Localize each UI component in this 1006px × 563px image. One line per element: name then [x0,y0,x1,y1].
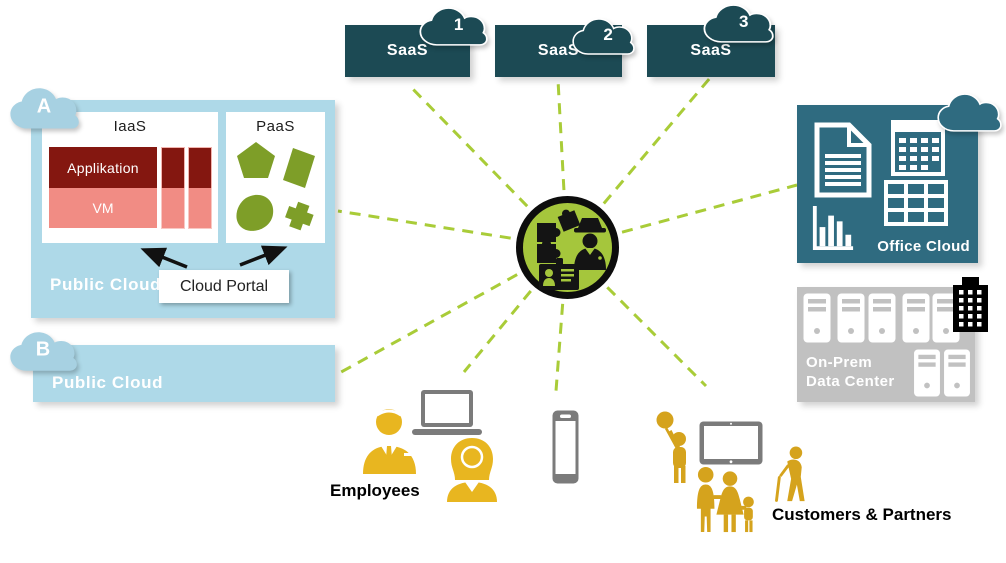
smartphone-icon [552,410,579,484]
server-icon [902,293,930,343]
application-block: Applikation [49,147,157,188]
cloud-icon [10,332,77,371]
iaas-title: IaaS [113,118,147,135]
server-icon [932,293,960,343]
office-cloud-badge [936,92,1002,134]
family-icon [696,466,754,533]
connection-line-customers [565,245,708,388]
paas-title: PaaS [256,118,295,135]
laptop-icon [412,390,482,435]
cloud-icon [572,18,635,55]
cloud-icon [419,7,488,46]
elderly-person-icon [775,446,805,502]
portal-arrows-icon [140,245,288,269]
on-prem-data-center-box: On-Prem Data Center [797,287,975,402]
server-icon [803,293,831,343]
cloud-a-letter: A [36,95,52,118]
saas-cloud-badge-1: 1 [418,6,488,48]
business-man-icon [363,409,416,474]
building-icon [953,277,988,332]
server-icon [837,293,865,343]
public-cloud-a-label: Public Cloud [50,275,162,294]
saas-1-label: SaaS [386,42,429,59]
server-icon [944,349,970,397]
saas-cloud-badge-3: 3 [702,3,774,45]
customers-partners-label: Customers & Partners [772,505,952,524]
saas-cloud-number-1: 1 [453,15,464,35]
cloud-portal-label: Cloud Portal [179,277,269,295]
table-icon [884,180,948,226]
cloud-icon [937,93,1002,132]
application-column [161,147,185,189]
public-cloud-a-box: IaaS Applikation VM PaaS [31,100,335,318]
on-prem-label-line1: On-Prem [806,354,873,371]
child-balloon-icon [656,411,686,483]
saas-cloud-number-3: 3 [739,12,749,32]
saas-2-label: SaaS [537,42,580,59]
public-cloud-b-box: Public Cloud [33,345,335,402]
application-column [188,147,212,189]
security-officer-icon [574,218,606,270]
puzzle-icon [537,209,581,263]
saas-3-label: SaaS [690,42,732,59]
paas-shapes-icon [236,142,315,231]
document-icon [814,122,872,198]
business-woman-icon [447,438,497,502]
cloud-b-letter: B [35,338,51,361]
bar-chart-icon [812,206,854,251]
cloud-icon [703,4,774,43]
employees-label: Employees [330,481,420,500]
vm-column [161,188,185,229]
public-cloud-b-label: Public Cloud [52,373,164,392]
saas-cloud-number-2: 2 [603,25,613,45]
identity-security-hub [516,196,619,299]
office-cloud-box: Office Cloud [797,105,978,263]
application-label: Applikation [67,159,139,176]
id-card-icon [539,258,579,290]
server-icon [914,349,940,397]
vm-block: VM [49,188,157,228]
on-prem-label: On-Prem Data Center [806,353,895,391]
on-prem-label-line2: Data Center [806,373,895,390]
cloud-a-badge: A [8,86,80,132]
cloud-b-badge: B [8,330,78,374]
vm-label: VM [92,200,114,216]
calendar-icon [891,120,945,176]
cloud-portal-box: Cloud Portal [159,270,289,303]
paas-panel: PaaS [226,112,325,243]
iaas-panel: IaaS Applikation VM [42,112,218,243]
tablet-icon [699,421,763,465]
saas-cloud-badge-2: 2 [571,17,635,57]
office-cloud-label: Office Cloud [877,238,970,255]
server-icon [868,293,896,343]
cloud-icon [10,88,79,129]
vm-column [188,188,212,229]
